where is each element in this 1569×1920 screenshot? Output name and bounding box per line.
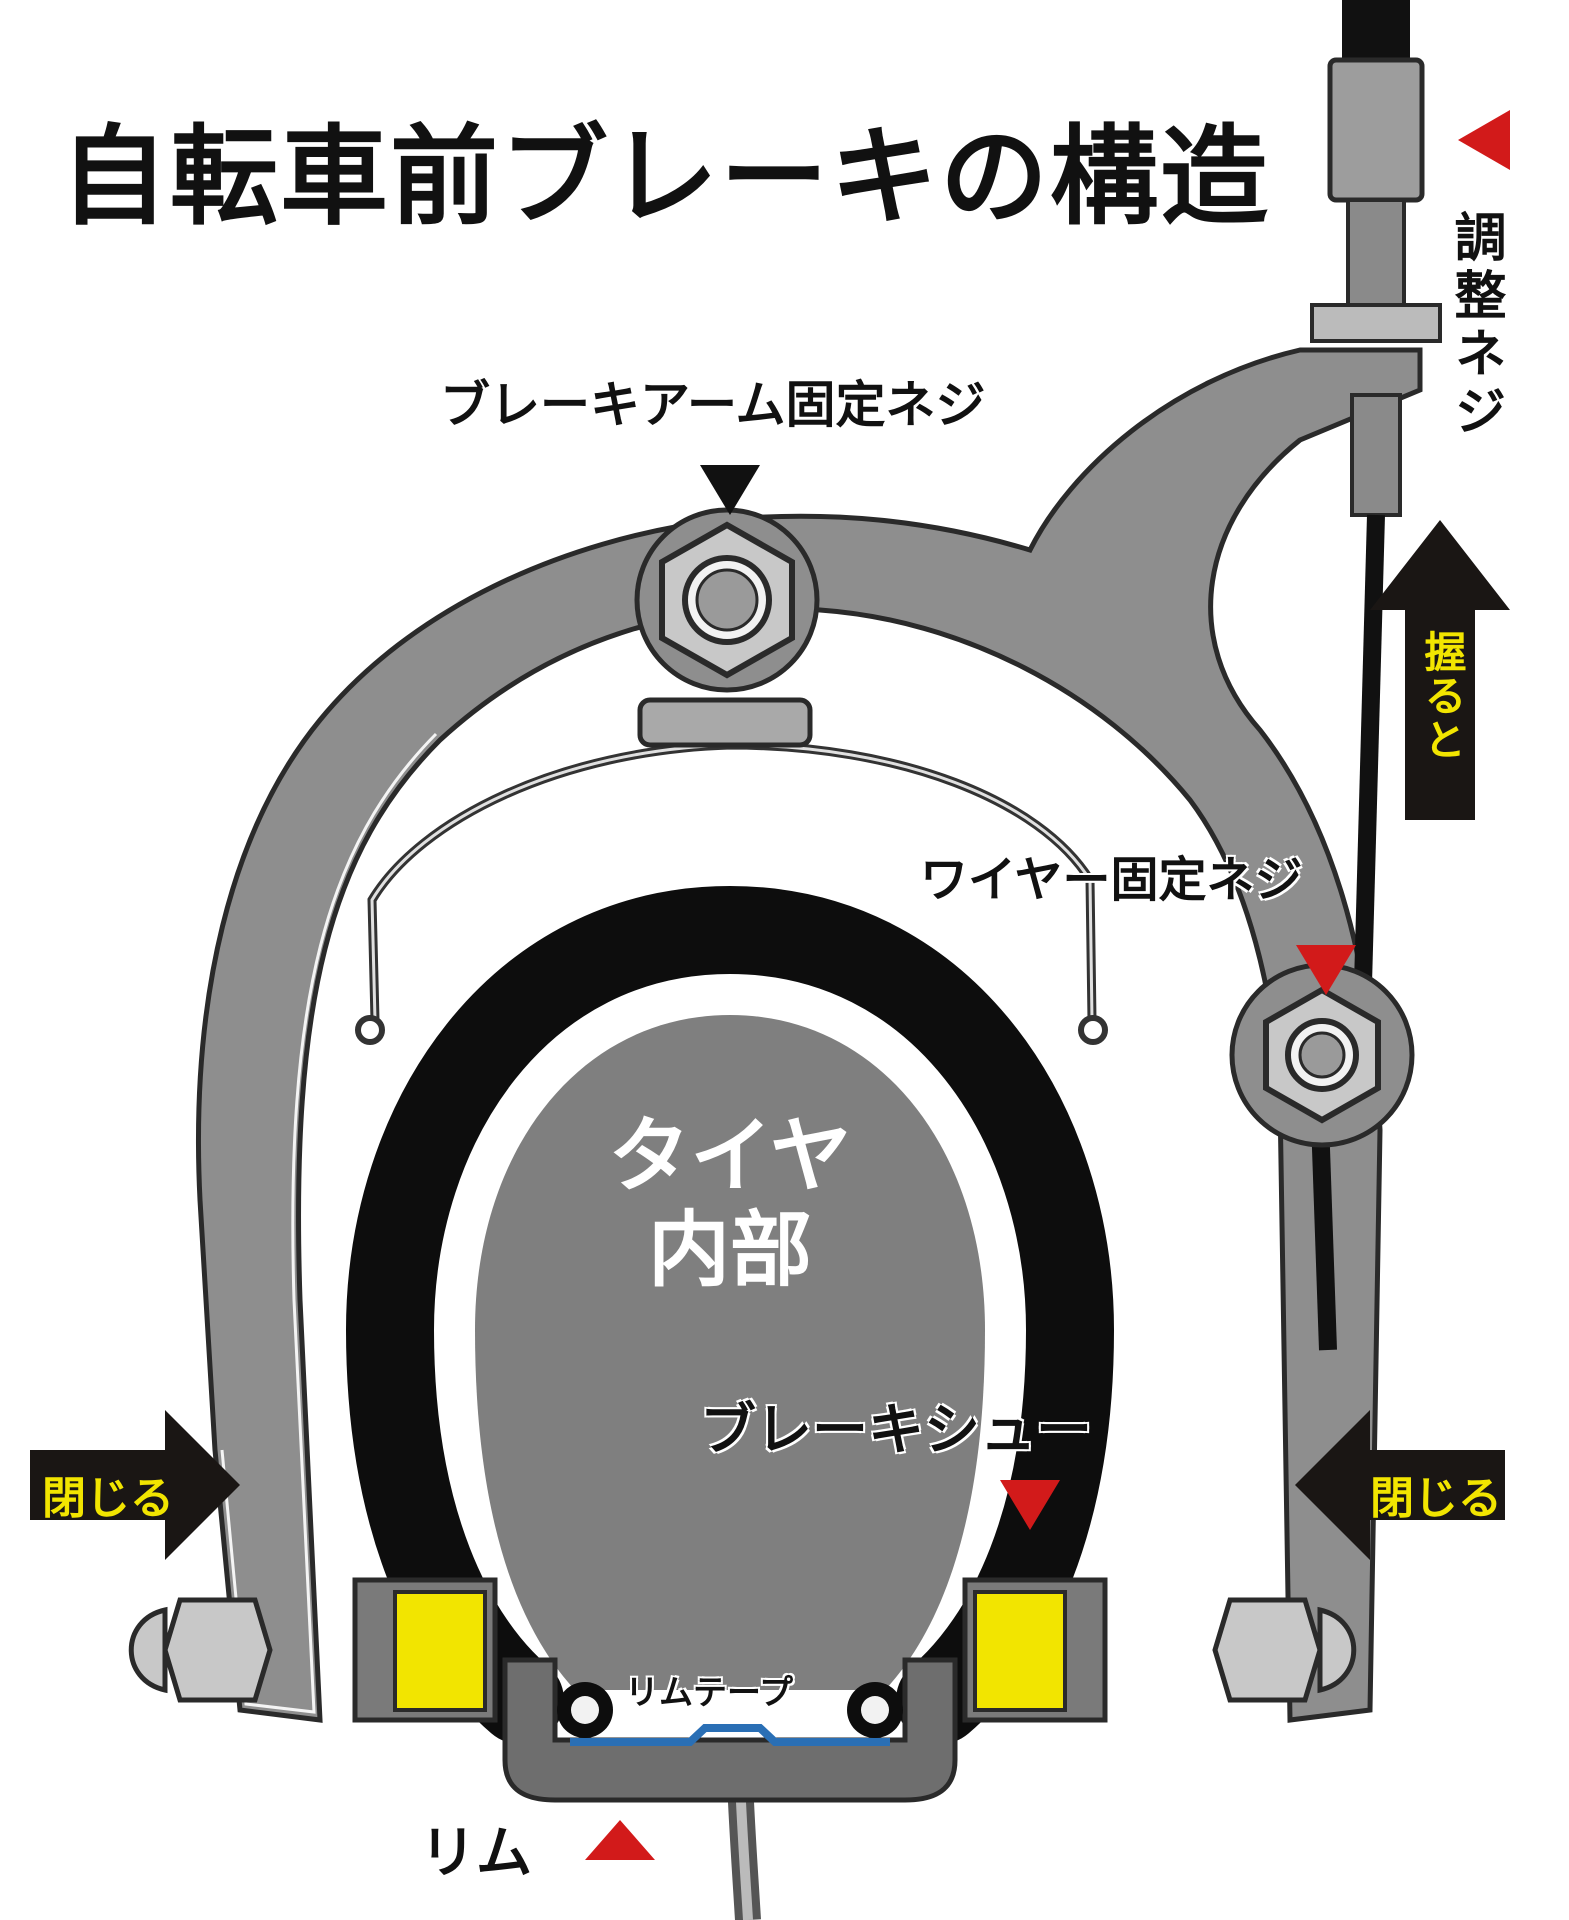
brake-shoe-label: ブレーキシュー [700, 1398, 1092, 1463]
right-arrow-icon [30, 1410, 240, 1560]
brake-cable-lower [1311, 1119, 1337, 1351]
close-left-label: 閉じる [42, 1473, 174, 1524]
rim-tape-line [570, 1724, 890, 1746]
tire-inside-label: タイヤ内部 [608, 1109, 852, 1299]
wire-fixing-screw-label: ワイヤー固定ネジ [920, 852, 1303, 908]
up-triangle-icon [585, 1820, 655, 1860]
arm-fixing-bolt [634, 507, 820, 693]
brake-shoe-left [352, 1577, 498, 1723]
down-triangle-icon [1296, 945, 1356, 995]
brake-shoe-right [962, 1577, 1108, 1723]
squeeze-label: 握ると [1418, 630, 1467, 762]
diagram-title: 自転車前ブレーキの構造 [60, 115, 1271, 240]
left-triangle-icon [1458, 110, 1510, 170]
adjuster-assembly [1310, 0, 1442, 517]
left-nut [128, 1597, 273, 1703]
close-right-label: 閉じる [1370, 1473, 1502, 1524]
down-triangle-icon [1000, 1480, 1060, 1530]
left-arrow-icon [1295, 1410, 1505, 1560]
up-arrow-icon [1370, 520, 1510, 820]
rim-tape-label: リムテープ [625, 1673, 793, 1713]
brake-cable [1353, 514, 1385, 1021]
adjust-screw-label: 調整ネジ [1445, 210, 1505, 442]
right-nut [1212, 1597, 1357, 1703]
center-bridge [637, 697, 813, 748]
wire-fixing-bolt [1229, 962, 1415, 1148]
rim-label: リム [420, 1821, 532, 1886]
rim [502, 1657, 958, 1803]
caliper-outer-arm [196, 347, 1423, 1723]
arm-fixing-screw-label: ブレーキアーム固定ネジ [440, 376, 986, 434]
tire [345, 885, 1115, 1744]
down-triangle-icon [700, 465, 760, 515]
